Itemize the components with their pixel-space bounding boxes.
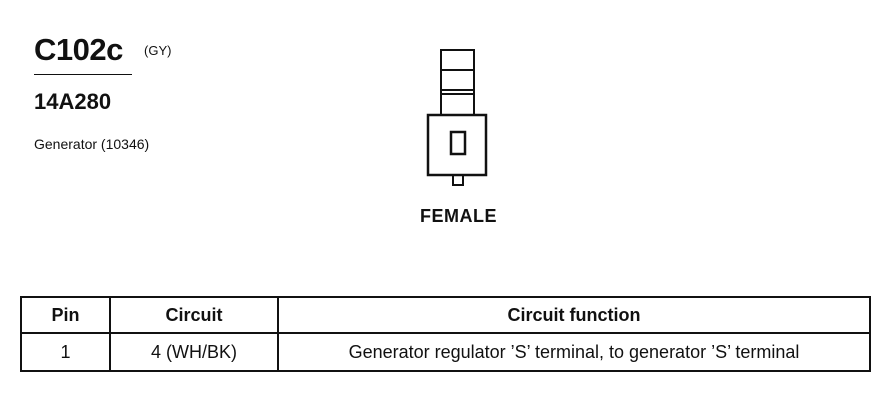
connector-face-icon	[426, 49, 488, 186]
circuit-function-cell: Generator regulator ’S’ terminal, to gen…	[277, 332, 871, 372]
component-name: Generator (10346)	[34, 136, 150, 152]
pin-table: Pin Circuit Circuit function 1 4 (WH/BK)…	[20, 296, 871, 372]
connector-face-label: FEMALE	[420, 206, 497, 226]
pin-cell: 1	[20, 332, 111, 372]
column-header-circuit-function: Circuit function	[277, 296, 871, 334]
table-header-row: Pin Circuit Circuit function	[20, 296, 871, 334]
column-header-circuit: Circuit	[109, 296, 279, 334]
table-row: 1 4 (WH/BK) Generator regulator ’S’ term…	[20, 332, 871, 372]
connector-id: C102c	[34, 32, 123, 67]
part-number: 14A280	[34, 89, 112, 114]
connector-color: (GY)	[144, 43, 172, 58]
circuit-cell: 4 (WH/BK)	[109, 332, 279, 372]
title-underline	[34, 74, 132, 75]
column-header-pin: Pin	[20, 296, 111, 334]
